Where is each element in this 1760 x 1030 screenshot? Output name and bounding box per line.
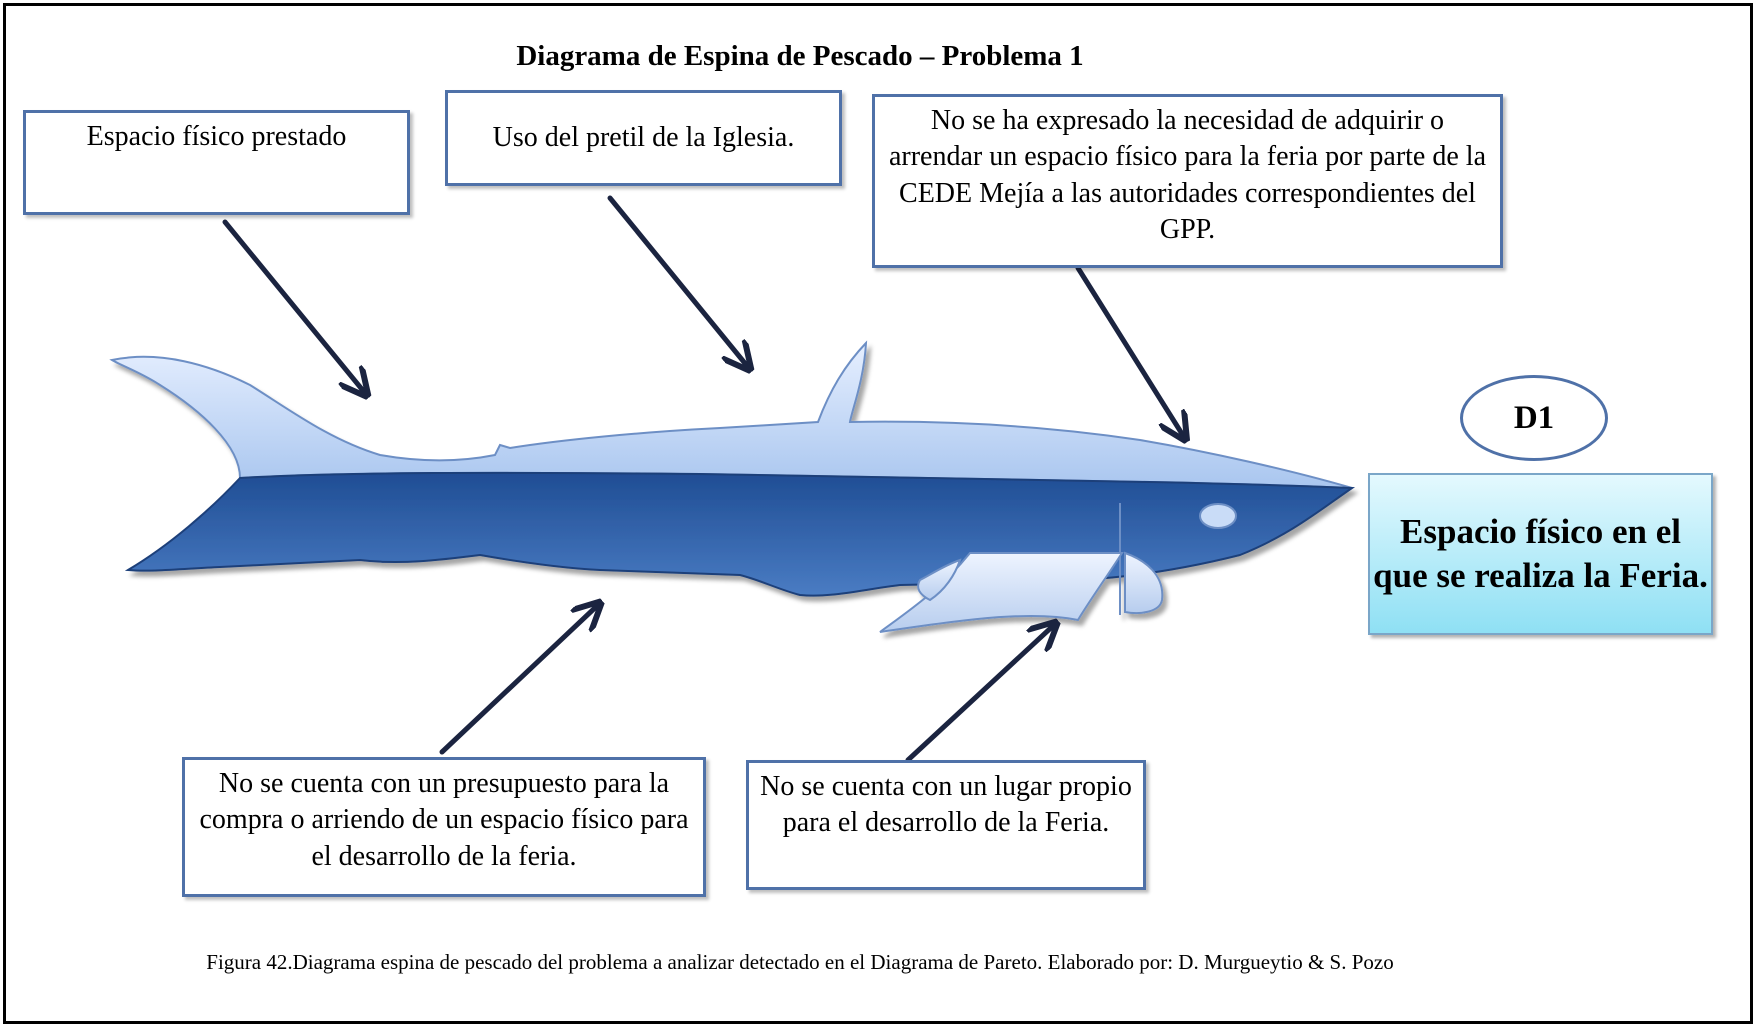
effect-code-oval: D1	[1460, 375, 1608, 461]
cause-box-top-middle: Uso del pretil de la Iglesia.	[445, 90, 842, 186]
fish-body	[109, 340, 1356, 633]
cause-text: Uso del pretil de la Iglesia.	[492, 121, 795, 153]
effect-code: D1	[1513, 399, 1555, 436]
arrow-bottom-middle	[905, 625, 1054, 763]
arrow-top-right	[1075, 265, 1184, 437]
diagram-title: Diagrama de Espina de Pescado – Problema…	[516, 40, 1084, 72]
effect-text: Espacio físico en el que se realiza la F…	[1373, 512, 1708, 595]
fish-anal-fin	[917, 558, 962, 602]
fish-pectoral-fin	[879, 552, 1124, 633]
cause-text: Espacio físico prestado	[86, 121, 347, 152]
effect-box: Espacio físico en el que se realiza la F…	[1368, 473, 1713, 635]
figure-caption: Figura 42.Diagrama espina de pescado del…	[206, 950, 1394, 974]
cause-text: No se cuenta con un presupuesto para la …	[199, 768, 689, 872]
cause-text: No se ha expresado la necesidad de adqui…	[888, 105, 1486, 246]
cause-box-top-left: Espacio físico prestado	[23, 110, 410, 215]
cause-box-top-right: No se ha expresado la necesidad de adqui…	[872, 94, 1503, 268]
cause-box-bottom-middle: No se cuenta con un lugar propio para el…	[746, 760, 1146, 890]
fish-upper-body	[109, 340, 1353, 489]
arrow-top-middle	[607, 195, 748, 367]
arrow-bottom-left	[439, 605, 598, 755]
fish-ventral-fin	[1124, 551, 1164, 615]
cause-text: No se cuenta con un lugar propio para el…	[760, 771, 1132, 839]
arrow-top-left	[222, 219, 365, 393]
cause-arrows	[222, 195, 1184, 763]
cause-box-bottom-left: No se cuenta con un presupuesto para la …	[182, 757, 706, 897]
figure-frame	[3, 3, 1753, 1024]
fish-lower-body	[124, 471, 1356, 597]
fish-eye	[1199, 503, 1237, 529]
